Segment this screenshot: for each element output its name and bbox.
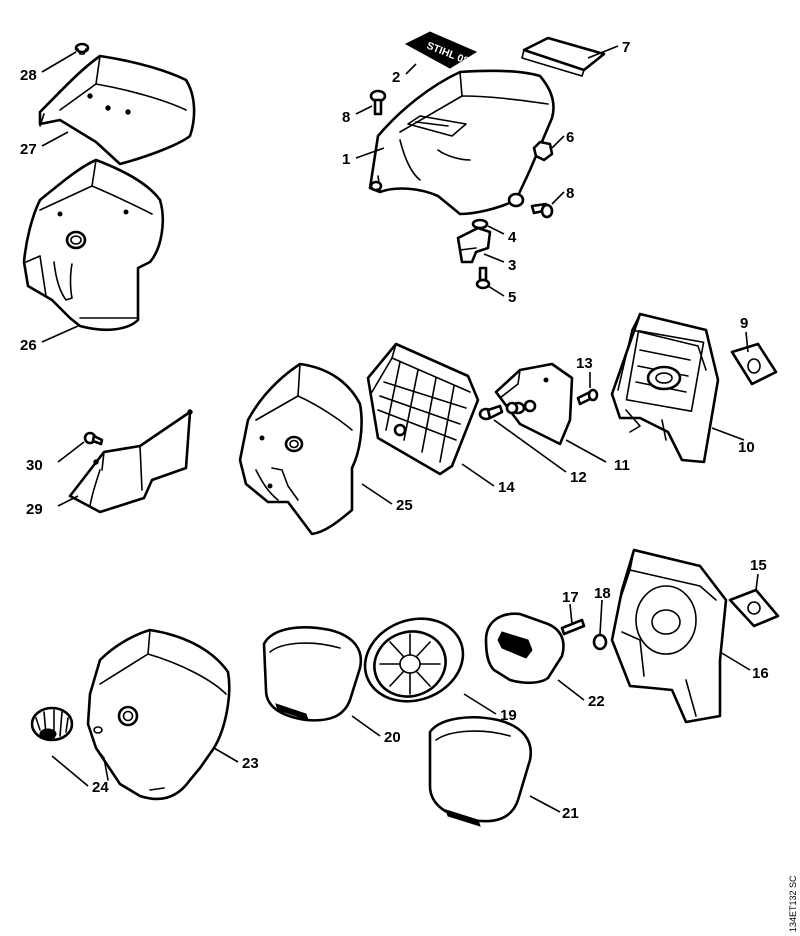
shroud-part-26: [22, 158, 165, 332]
filter-element-part-19: [363, 617, 465, 703]
label-28: 28: [20, 67, 37, 84]
label-9: 9: [740, 315, 748, 332]
shroud-part-25: [238, 362, 363, 536]
label-27: 27: [20, 141, 37, 158]
band-part-20: [262, 626, 363, 722]
label-1: 1: [342, 151, 350, 168]
bracket-part-3: [456, 226, 492, 264]
label-4: 4: [508, 229, 517, 246]
plate-part-29: [68, 409, 193, 514]
label-5: 5: [508, 289, 516, 306]
drawing-code: 134ET132 SC: [788, 875, 798, 932]
label-18: 18: [594, 585, 611, 602]
cover-part-23: [86, 628, 231, 801]
screw-part-8a: [369, 89, 387, 116]
nut-part-6: [532, 140, 554, 162]
gasket-part-9: [730, 342, 778, 386]
cover-part-11: [494, 362, 574, 446]
pin-part-17: [560, 618, 586, 636]
knob-part-24: [30, 706, 74, 742]
label-29: 29: [26, 501, 43, 518]
label-7: 7: [622, 39, 630, 56]
cover-part-27: [38, 54, 196, 166]
label-23: 23: [242, 755, 259, 772]
label-11: 11: [614, 457, 630, 474]
screw-part-12: [478, 404, 504, 421]
label-15: 15: [750, 557, 767, 574]
label-24: 24: [92, 779, 109, 796]
label-26: 26: [20, 337, 37, 354]
label-8b: 8: [566, 185, 574, 202]
top-cover-part-1: [368, 69, 555, 216]
washer-part-18: [592, 633, 608, 651]
gasket-part-15: [728, 588, 780, 628]
label-16: 16: [752, 665, 769, 682]
band-part-21: [428, 716, 533, 827]
screw-part-30: [83, 431, 104, 446]
label-19: 19: [500, 707, 517, 724]
housing-part-10: [610, 312, 720, 464]
label-25: 25: [396, 497, 413, 514]
label-17: 17: [562, 589, 579, 606]
screw-part-8b: [530, 202, 554, 219]
label-30: 30: [26, 457, 43, 474]
label-10: 10: [738, 439, 755, 456]
prefilter-part-22: [484, 612, 565, 685]
label-13: 13: [576, 355, 593, 372]
filter-part-14: [366, 342, 480, 476]
screw-part-28: [74, 42, 90, 55]
label-12: 12: [570, 469, 587, 486]
decal-part-2: STIHL 084: [404, 31, 478, 70]
leader-lines: [41, 45, 759, 813]
label-14: 14: [498, 479, 515, 496]
oring-part-4: [471, 218, 489, 230]
label-20: 20: [384, 729, 401, 746]
label-8a: 8: [342, 109, 350, 126]
plate-part-7: [521, 36, 606, 77]
label-6: 6: [566, 129, 574, 146]
label-22: 22: [588, 693, 605, 710]
label-2: 2: [392, 69, 400, 86]
part-number-labels: 28 27 26 2 7 8 1 6 8 4 3 5 9 13 10 11 12…: [20, 39, 769, 822]
housing-part-16: [610, 548, 728, 724]
screw-part-5: [475, 266, 491, 290]
screw-part-13: [576, 388, 599, 406]
label-3: 3: [508, 257, 516, 274]
label-21: 21: [562, 805, 579, 822]
